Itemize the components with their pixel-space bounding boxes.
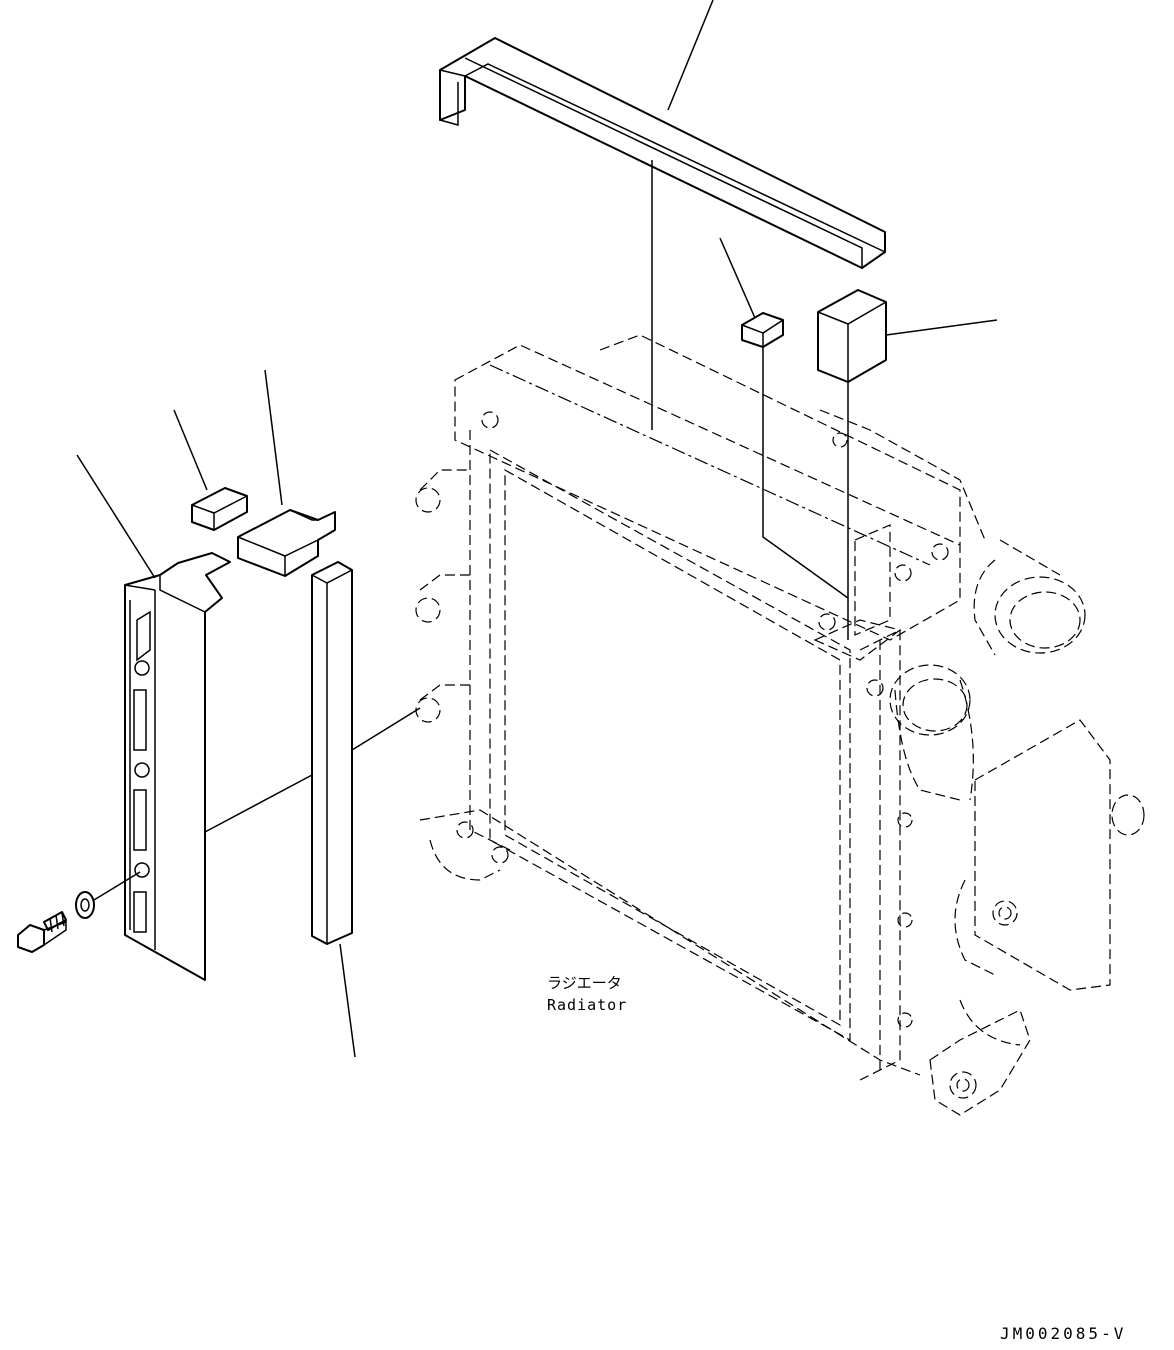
- bolt-and-washer: [17, 891, 95, 953]
- large-seal-block: [817, 289, 887, 383]
- top-seal-strip: [439, 37, 886, 269]
- drawing-code: JM002085-V: [1000, 1324, 1126, 1343]
- left-l-block: [237, 509, 336, 577]
- side-cover-plate: [124, 552, 231, 981]
- radiator-label-jp: ラジエータ: [547, 974, 622, 992]
- radiator-label-en: Radiator: [547, 996, 627, 1014]
- small-seal-block: [741, 312, 784, 348]
- radiator-assembly: [415, 334, 1145, 1116]
- left-small-block: [191, 487, 248, 531]
- vertical-seal-strip: [311, 561, 353, 945]
- leader-lines: [76, 0, 998, 1058]
